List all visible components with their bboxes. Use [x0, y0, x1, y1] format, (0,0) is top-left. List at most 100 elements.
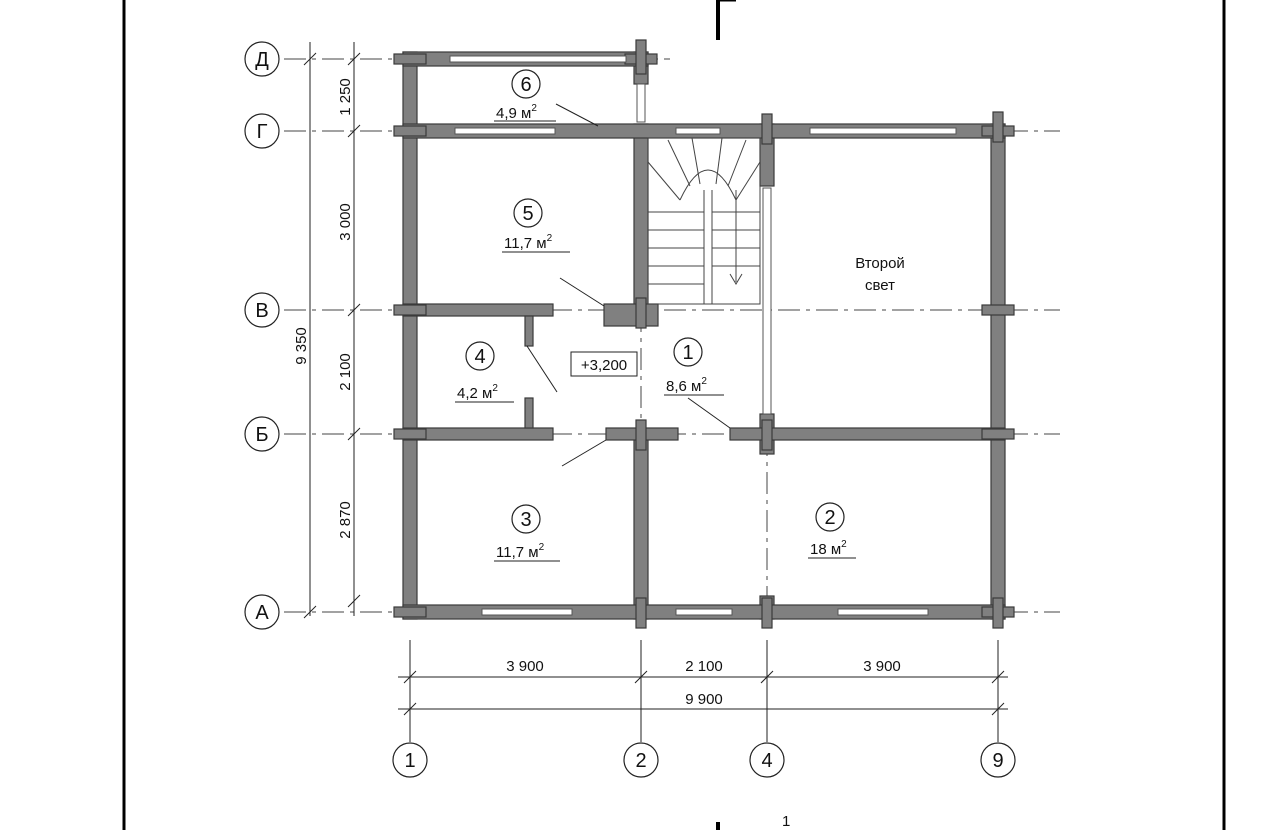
- tick-left-g: [347, 124, 361, 138]
- dim-bottom-total: 9 900: [685, 691, 723, 708]
- door-room-3: [561, 439, 607, 467]
- walls: [402, 51, 1006, 620]
- wall-axis-v-post: [603, 303, 659, 327]
- dim-left-3: 2 100: [337, 353, 354, 391]
- room-5-number: 5: [522, 203, 533, 225]
- window-axis-4-glazing: [762, 187, 772, 415]
- staircase: [647, 137, 761, 305]
- room-4-area: 4,2 м2: [457, 383, 498, 402]
- window-g-1: [454, 127, 556, 135]
- tick-bottom-1: [403, 670, 417, 684]
- door-room-5: [559, 277, 605, 307]
- stair-turn-arc: [679, 169, 737, 201]
- axis-label-1: 1: [404, 750, 415, 772]
- axis-label-v: В: [255, 300, 268, 322]
- stair-winder-5: [727, 139, 747, 187]
- tick-bottom-4: [760, 670, 774, 684]
- cross-4-g-v: [761, 113, 773, 145]
- section-mark-label: 1: [782, 813, 790, 830]
- cross-2-v-v: [635, 297, 647, 329]
- axis-marker-a: [244, 594, 280, 630]
- axis-marker-4: [749, 742, 785, 778]
- room-1-number: 1: [682, 342, 693, 364]
- tick-bottom-9: [991, 670, 1005, 684]
- left-dimension-chain: 1 250 3 000 2 100 2 870 9 350: [293, 42, 361, 619]
- cross-1-b: [393, 428, 427, 440]
- tick-total-bottom: [303, 605, 317, 619]
- axis-marker-v: [244, 292, 280, 328]
- room-2-number: 2: [824, 507, 835, 529]
- cross-1-g: [393, 125, 427, 137]
- room-labels: 6 4,9 м2 5 11,7 м2 4 4,2 м2 1 8,6 м2 +3,…: [455, 69, 905, 562]
- stair-winder-2: [667, 139, 691, 187]
- tick-left-v: [347, 303, 361, 317]
- room-5-area: 11,7 м2: [504, 233, 553, 252]
- door-room-4: [526, 345, 558, 393]
- wall-axis-2-lower: [633, 433, 649, 620]
- dim-left-4: 2 870: [337, 501, 354, 539]
- axis-marker-1: [392, 742, 428, 778]
- room-4-number: 4: [474, 346, 485, 368]
- window-g-2: [675, 127, 721, 135]
- cross-2-a-v: [635, 597, 647, 629]
- dim-bottom-1: 3 900: [506, 658, 544, 675]
- cross-1-v: [393, 304, 427, 316]
- room-3-marker: [511, 504, 541, 534]
- room-6-area: 4,9 м2: [496, 103, 537, 122]
- stair-winder-1: [647, 161, 681, 201]
- door-room-2: [687, 397, 731, 429]
- dim-bottom-2: 2 100: [685, 658, 723, 675]
- door-lines: [526, 103, 731, 467]
- cross-9-g-v: [992, 111, 1004, 143]
- windows: [449, 55, 957, 616]
- window-a-3: [837, 608, 929, 616]
- tick-left-b: [347, 427, 361, 441]
- axis-marker-d: [244, 41, 280, 77]
- wall-axis-2-upper: [633, 123, 649, 321]
- wall-crosses: [393, 39, 1015, 629]
- dim-bottom-3: 3 900: [863, 658, 901, 675]
- room-6-marker: [511, 69, 541, 99]
- room-5-marker: [513, 198, 543, 228]
- window-g-3: [809, 127, 957, 135]
- level-mark: +3,200: [581, 357, 627, 374]
- wall-axis-9: [990, 123, 1006, 620]
- cross-4-b-v: [761, 419, 773, 451]
- cross-4-a-v: [761, 597, 773, 629]
- tick-total-left: [403, 702, 417, 716]
- room-1-area: 8,6 м2: [666, 376, 707, 395]
- number-axis-markers: 1 2 4 9: [392, 742, 1016, 778]
- cross-1-d: [393, 53, 427, 65]
- room-2-area: 18 м2: [810, 539, 847, 558]
- axis-marker-9: [980, 742, 1016, 778]
- stair-arrow-head: [729, 273, 743, 285]
- tick-left-d: [347, 52, 361, 66]
- second-light-line2: свет: [865, 277, 895, 294]
- axis-label-b: Б: [255, 424, 268, 446]
- window-a-1: [481, 608, 573, 616]
- cross-2-b-v: [635, 419, 647, 451]
- room-3-area: 11,7 м2: [496, 542, 545, 561]
- room-4-marker: [465, 341, 495, 371]
- cross-1-a: [393, 606, 427, 618]
- room-6-number: 6: [520, 74, 531, 96]
- axis-label-g: Г: [257, 121, 268, 143]
- tick-total-right: [991, 702, 1005, 716]
- room-2-marker: [815, 502, 845, 532]
- axis-marker-b: [244, 416, 280, 452]
- level-mark-box: [570, 351, 638, 377]
- partition-bottom: [524, 397, 534, 429]
- dim-left-1: 1 250: [337, 78, 354, 116]
- axis-label-a: А: [255, 602, 269, 624]
- axis-label-4: 4: [761, 750, 772, 772]
- stair-winder-6: [735, 161, 761, 201]
- axis-marker-g: [244, 113, 280, 149]
- window-a-2: [675, 608, 733, 616]
- axis-label-9: 9: [992, 750, 1003, 772]
- letter-axis-markers: Д Г В Б А: [244, 41, 280, 630]
- room-1-marker: [673, 337, 703, 367]
- partition-top: [524, 315, 534, 347]
- cross-9-a-v: [992, 597, 1004, 629]
- door-room-6: [555, 103, 599, 127]
